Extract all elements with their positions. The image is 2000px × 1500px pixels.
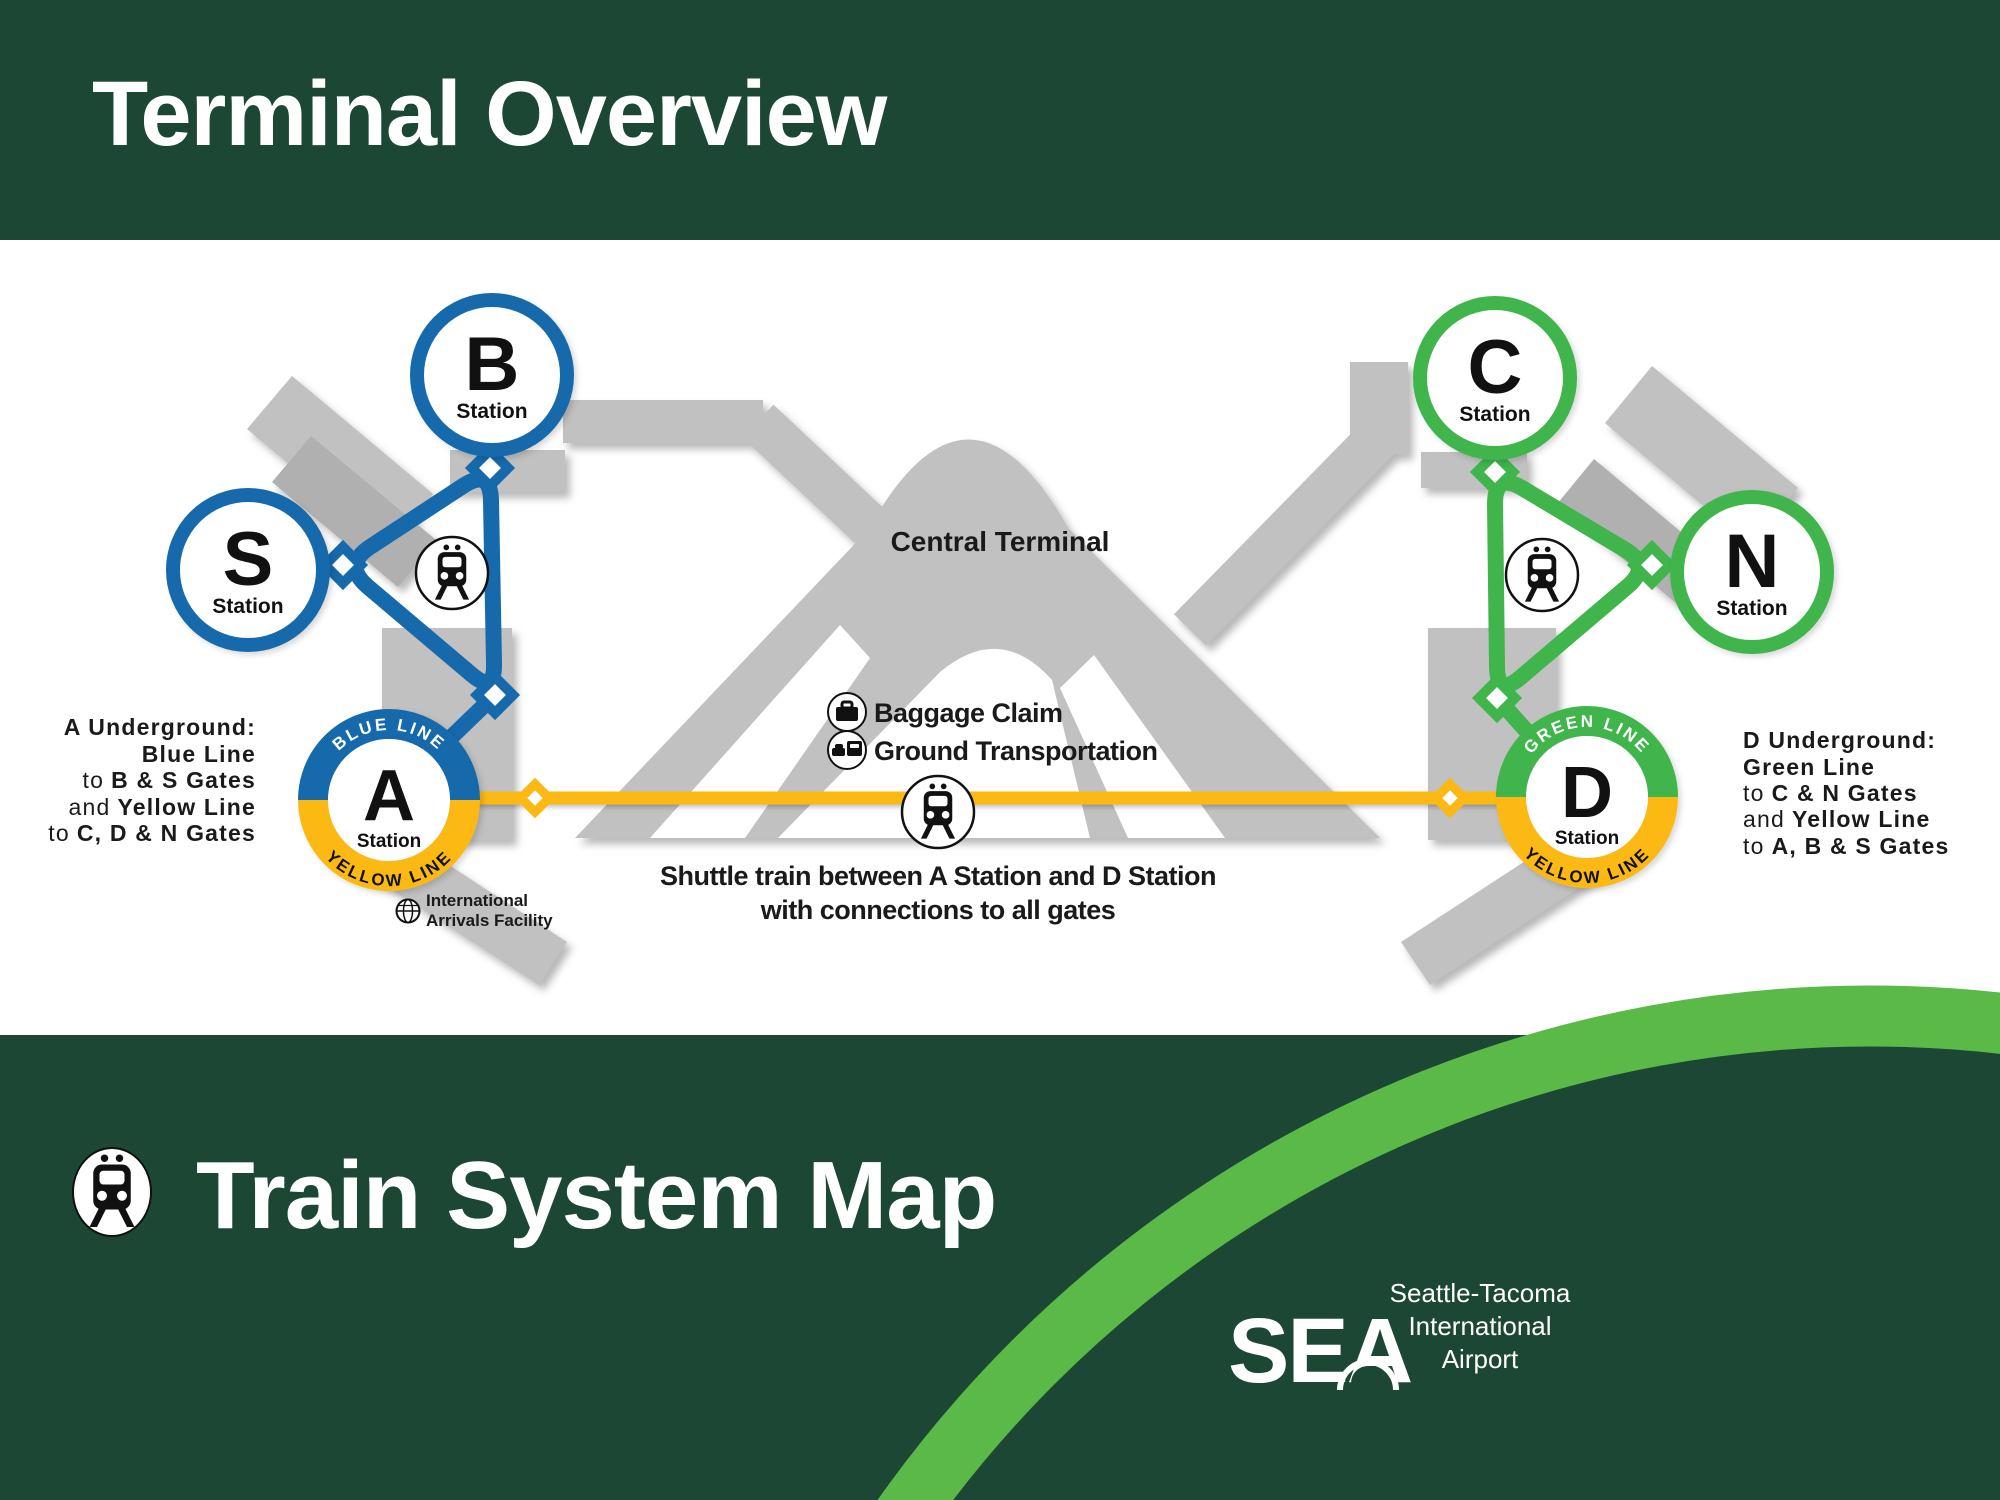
globe-icon — [395, 898, 421, 924]
ground-transportation-icon — [827, 730, 867, 770]
central-notch — [778, 648, 1090, 838]
station-a-badge: BLUE LINE YELLOW LINE A Station — [298, 709, 480, 891]
baggage-claim-icon — [827, 692, 867, 732]
station-c: C Station — [1413, 296, 1577, 460]
bar-b-upper — [563, 400, 763, 443]
sea-logo-arch — [1337, 1359, 1399, 1391]
svg-text:Green Line: Green Line — [1743, 754, 1875, 780]
station-c-sublabel: Station — [1459, 403, 1530, 426]
stations: B Station S Station C Station N Station … — [166, 293, 1834, 891]
train-icon-blue-loop — [414, 535, 490, 611]
station-a-sublabel: Station — [357, 831, 421, 852]
station-b-sublabel: Station — [456, 400, 527, 423]
swoosh-arc — [877, 985, 2000, 1500]
footer-banner — [0, 985, 2000, 1500]
node-yellow-d — [1436, 784, 1464, 812]
svg-text:toC, D & N Gates: toC, D & N Gates — [48, 820, 256, 846]
footer-train-icon — [72, 1147, 152, 1237]
station-d-sublabel: Station — [1555, 828, 1619, 849]
train-markers — [414, 535, 1580, 850]
svg-text:toC & N Gates: toC & N Gates — [1743, 780, 1918, 806]
shuttle-note-line1: Shuttle train between A Station and D St… — [660, 861, 1216, 891]
station-n-letter: N — [1725, 519, 1780, 604]
train-icon-shuttle — [900, 774, 976, 850]
carve-left — [650, 625, 870, 838]
baggage-claim-label: Baggage Claim — [874, 698, 1063, 728]
sea-logo-tagline-1: Seattle-Tacoma — [1390, 1278, 1571, 1308]
sea-logo-arch-notch — [1351, 1366, 1385, 1383]
sea-logo: SEA Seattle-Tacoma International Airport — [1228, 1278, 1571, 1402]
connector-right — [1173, 412, 1405, 646]
svg-text:Blue Line: Blue Line — [142, 741, 256, 767]
pier-left-shade — [272, 436, 436, 587]
station-d-badge: GREEN LINE YELLOW LINE D Station — [1496, 706, 1678, 888]
sea-logo-tagline-3: Airport — [1442, 1344, 1519, 1374]
svg-text:toA, B & S Gates: toA, B & S Gates — [1743, 833, 1949, 859]
iaf-line2: Arrivals Facility — [426, 911, 553, 930]
footer-content: Train System Map SEA Seattle-Tacoma Inte… — [72, 1142, 1571, 1402]
station-s-letter: S — [223, 517, 274, 602]
svg-text:A Underground:: A Underground: — [64, 714, 256, 740]
station-c-letter: C — [1468, 325, 1523, 410]
station-b: B Station — [410, 293, 574, 457]
ground-transportation-label: Ground Transportation — [874, 736, 1158, 766]
station-b-letter: B — [465, 322, 520, 407]
legend: Baggage Claim Ground Transportation — [827, 692, 1158, 770]
node-yellow-a — [521, 784, 549, 812]
sea-logo-tagline-2: International — [1408, 1311, 1551, 1341]
station-s-sublabel: Station — [212, 595, 283, 618]
footer-title: Train System Map — [196, 1142, 996, 1249]
station-d-letter: D — [1561, 753, 1613, 833]
sea-logo-mark: SEA — [1228, 1300, 1412, 1402]
train-icon-green-loop — [1504, 537, 1580, 613]
iaf-label-group: International Arrivals Facility — [395, 891, 553, 930]
station-a-letter: A — [363, 756, 415, 836]
shuttle-note-line2: with connections to all gates — [760, 895, 1116, 925]
svg-text:D Underground:: D Underground: — [1743, 727, 1936, 753]
station-s: S Station — [166, 488, 330, 652]
svg-text:toB & S Gates: toB & S Gates — [83, 767, 256, 793]
page-title: Terminal Overview — [92, 63, 888, 165]
station-n: N Station — [1670, 490, 1834, 654]
station-n-sublabel: Station — [1716, 597, 1787, 620]
central-terminal-label: Central Terminal — [891, 526, 1110, 557]
header-banner: Terminal Overview — [0, 0, 2000, 240]
iaf-line1: International — [426, 891, 528, 910]
